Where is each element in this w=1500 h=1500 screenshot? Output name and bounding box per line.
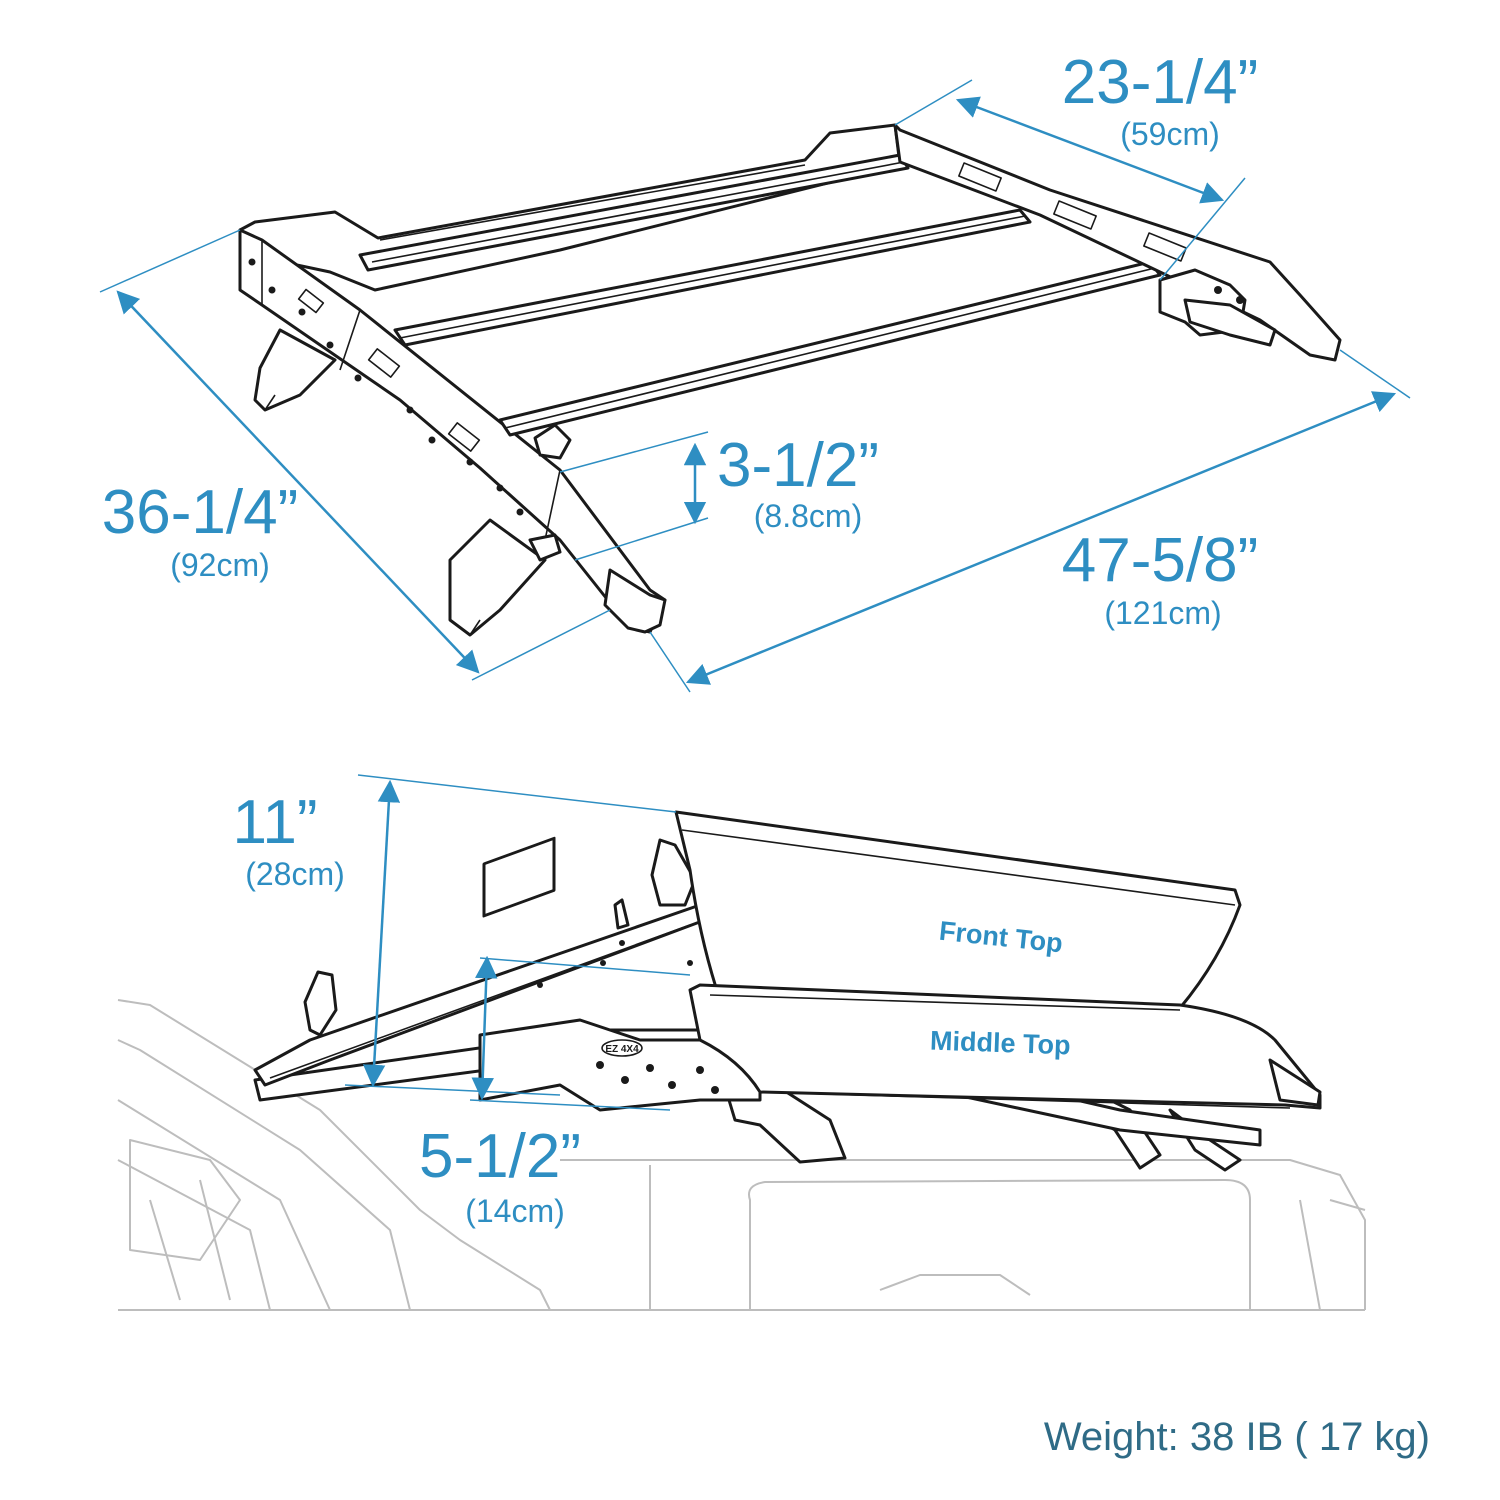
- depth-dimension-metric: (92cm): [170, 547, 270, 583]
- vehicle-ghost-outline: [117, 999, 1366, 1311]
- rail-rise-dimension-metric: (14cm): [465, 1193, 565, 1229]
- tent-height-dimension-label: 11”: [232, 788, 317, 857]
- rack-logo: EZ 4X4: [605, 1044, 639, 1055]
- rail-height-dimension-label: 3-1/2”: [717, 431, 879, 500]
- width-dimension-label: 23-1/4”: [1062, 48, 1258, 117]
- length-dimension-label: 47-5/8”: [1062, 526, 1258, 595]
- width-dimension-metric: (59cm): [1120, 116, 1220, 152]
- tent-height-dimension-metric: (28cm): [245, 856, 345, 892]
- dimension-23-1-4: 23-1/4” (59cm): [894, 48, 1258, 281]
- length-dimension-metric: (121cm): [1104, 595, 1221, 631]
- dimension-47-5-8: 47-5/8” (121cm): [649, 349, 1411, 693]
- rail-rise-dimension-label: 5-1/2”: [419, 1122, 581, 1191]
- dimension-5-1-2: 5-1/2” (14cm): [419, 955, 691, 1229]
- dimension-11: 11” (28cm): [232, 774, 677, 1096]
- depth-dimension-label: 36-1/4”: [102, 478, 298, 547]
- weight-label: Weight: 38 IB ( 17 kg): [1044, 1415, 1430, 1459]
- middle-top-label: Middle Top: [930, 1026, 1071, 1061]
- rack-side-drawing: EZ 4X4: [253, 810, 1322, 1172]
- rail-height-dimension-metric: (8.8cm): [754, 498, 862, 534]
- dimension-36-1-4: 36-1/4” (92cm): [99, 229, 611, 681]
